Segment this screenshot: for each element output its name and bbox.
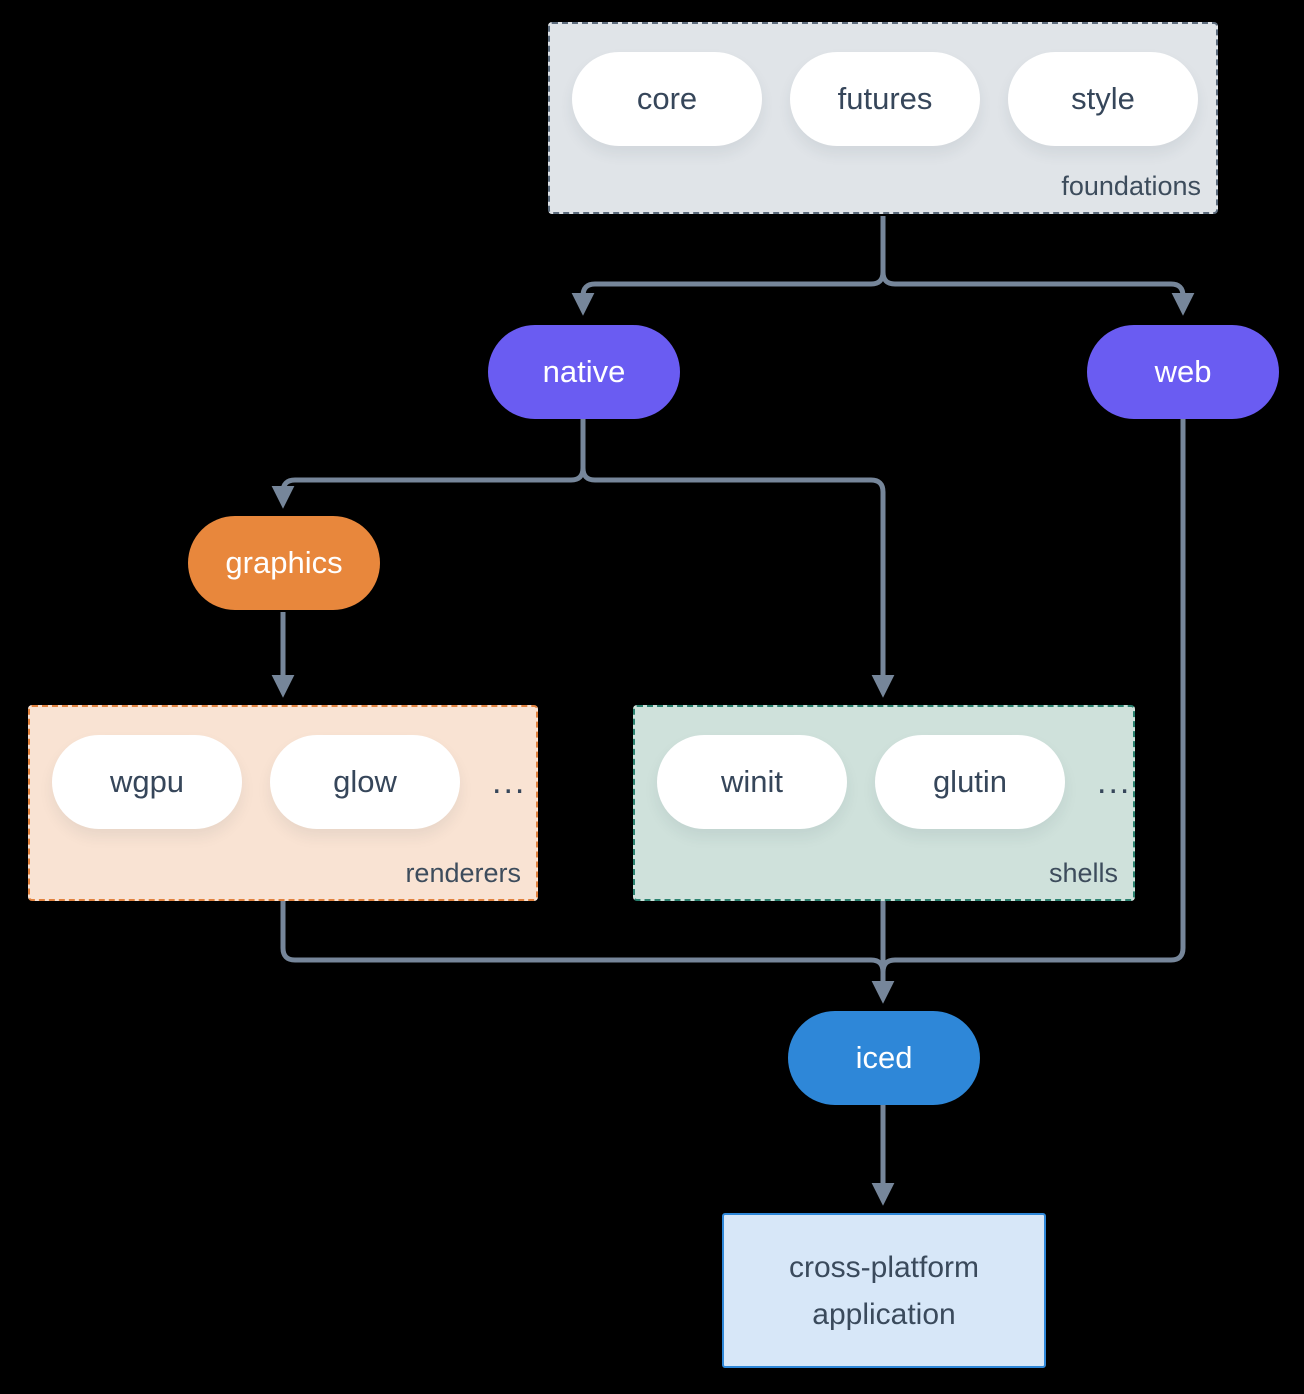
edge-renderers-merge bbox=[280, 901, 886, 973]
renderers-label: renderers bbox=[405, 858, 521, 888]
shells-pill-row: winit glutin ... bbox=[635, 707, 1133, 829]
edge-foundations-web bbox=[880, 271, 1195, 316]
renderers-ellipsis: ... bbox=[492, 762, 527, 801]
edge-native-graphics bbox=[271, 467, 586, 509]
node-web: web bbox=[1087, 325, 1279, 419]
crate-style: style bbox=[1008, 52, 1198, 146]
shells-group: winit glutin ... shells bbox=[633, 705, 1135, 901]
foundations-label: foundations bbox=[1061, 171, 1201, 201]
application-label-line1: cross-platform bbox=[788, 1250, 980, 1284]
edge-native-shells bbox=[580, 467, 895, 698]
foundations-group: core futures style foundations bbox=[548, 22, 1218, 214]
foundations-pill-row: core futures style bbox=[550, 24, 1216, 146]
crate-core: core bbox=[572, 52, 762, 146]
node-iced: iced bbox=[788, 1011, 980, 1105]
node-graphics: graphics bbox=[188, 516, 380, 610]
crate-glow: glow bbox=[270, 735, 460, 829]
shells-label: shells bbox=[1048, 858, 1118, 888]
cross-platform-application-box: cross-platform application bbox=[722, 1213, 1046, 1368]
crate-winit: winit bbox=[657, 735, 847, 829]
crate-futures: futures bbox=[790, 52, 980, 146]
node-native: native bbox=[488, 325, 680, 419]
crate-wgpu: wgpu bbox=[52, 735, 242, 829]
renderers-group: wgpu glow ... renderers bbox=[28, 705, 538, 901]
application-label-line2: application bbox=[812, 1297, 956, 1331]
edge-foundations-native bbox=[571, 271, 886, 316]
shells-ellipsis: ... bbox=[1097, 762, 1132, 801]
crate-glutin: glutin bbox=[875, 735, 1065, 829]
renderers-pill-row: wgpu glow ... bbox=[30, 707, 536, 829]
